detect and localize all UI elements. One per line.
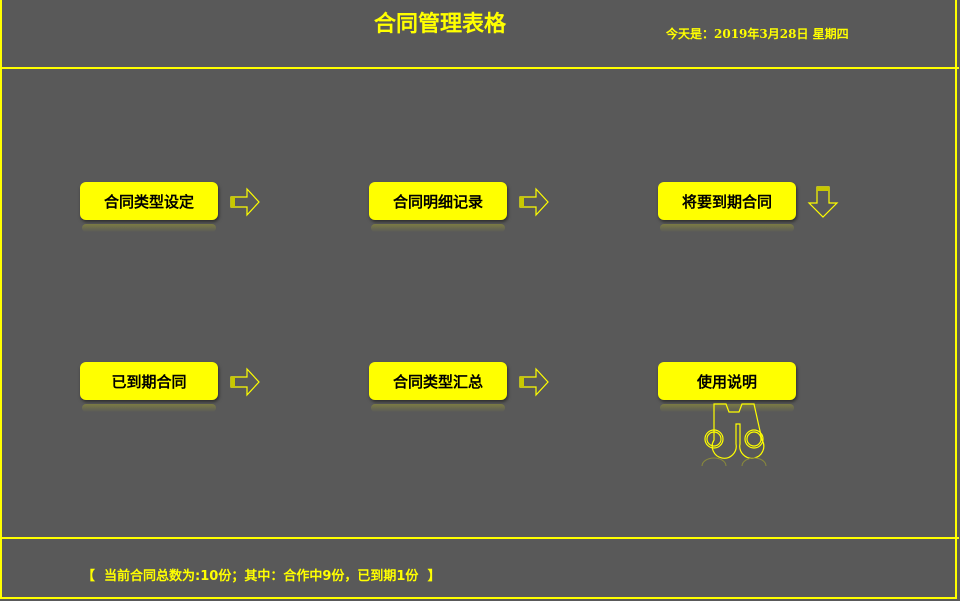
arrow-right-icon xyxy=(230,187,260,217)
arrow-down-icon xyxy=(807,186,839,218)
page-title: 合同管理表格 xyxy=(373,12,506,37)
contract-summary: 【 当前合同总数为:10份；其中：合作中9份，已到期1份 】 xyxy=(82,569,441,584)
current-date: 今天是：2019年3月28日 星期四 xyxy=(666,27,849,41)
arrow-right-icon xyxy=(519,187,549,217)
contract-type-summary-button[interactable]: 合同类型汇总 xyxy=(369,362,507,412)
contract-type-settings-button[interactable]: 合同类型设定 xyxy=(80,182,218,232)
footer-divider xyxy=(0,537,959,539)
arrow-right-icon xyxy=(230,367,260,397)
contract-details-button[interactable]: 合同明细记录 xyxy=(369,182,507,232)
header-divider xyxy=(0,67,959,69)
expired-contracts-button[interactable]: 已到期合同 xyxy=(80,362,218,412)
binoculars-icon xyxy=(701,403,767,467)
arrow-right-icon xyxy=(519,367,549,397)
expiring-contracts-button[interactable]: 将要到期合同 xyxy=(658,182,796,232)
instructions-button[interactable]: 使用说明 xyxy=(658,362,796,412)
